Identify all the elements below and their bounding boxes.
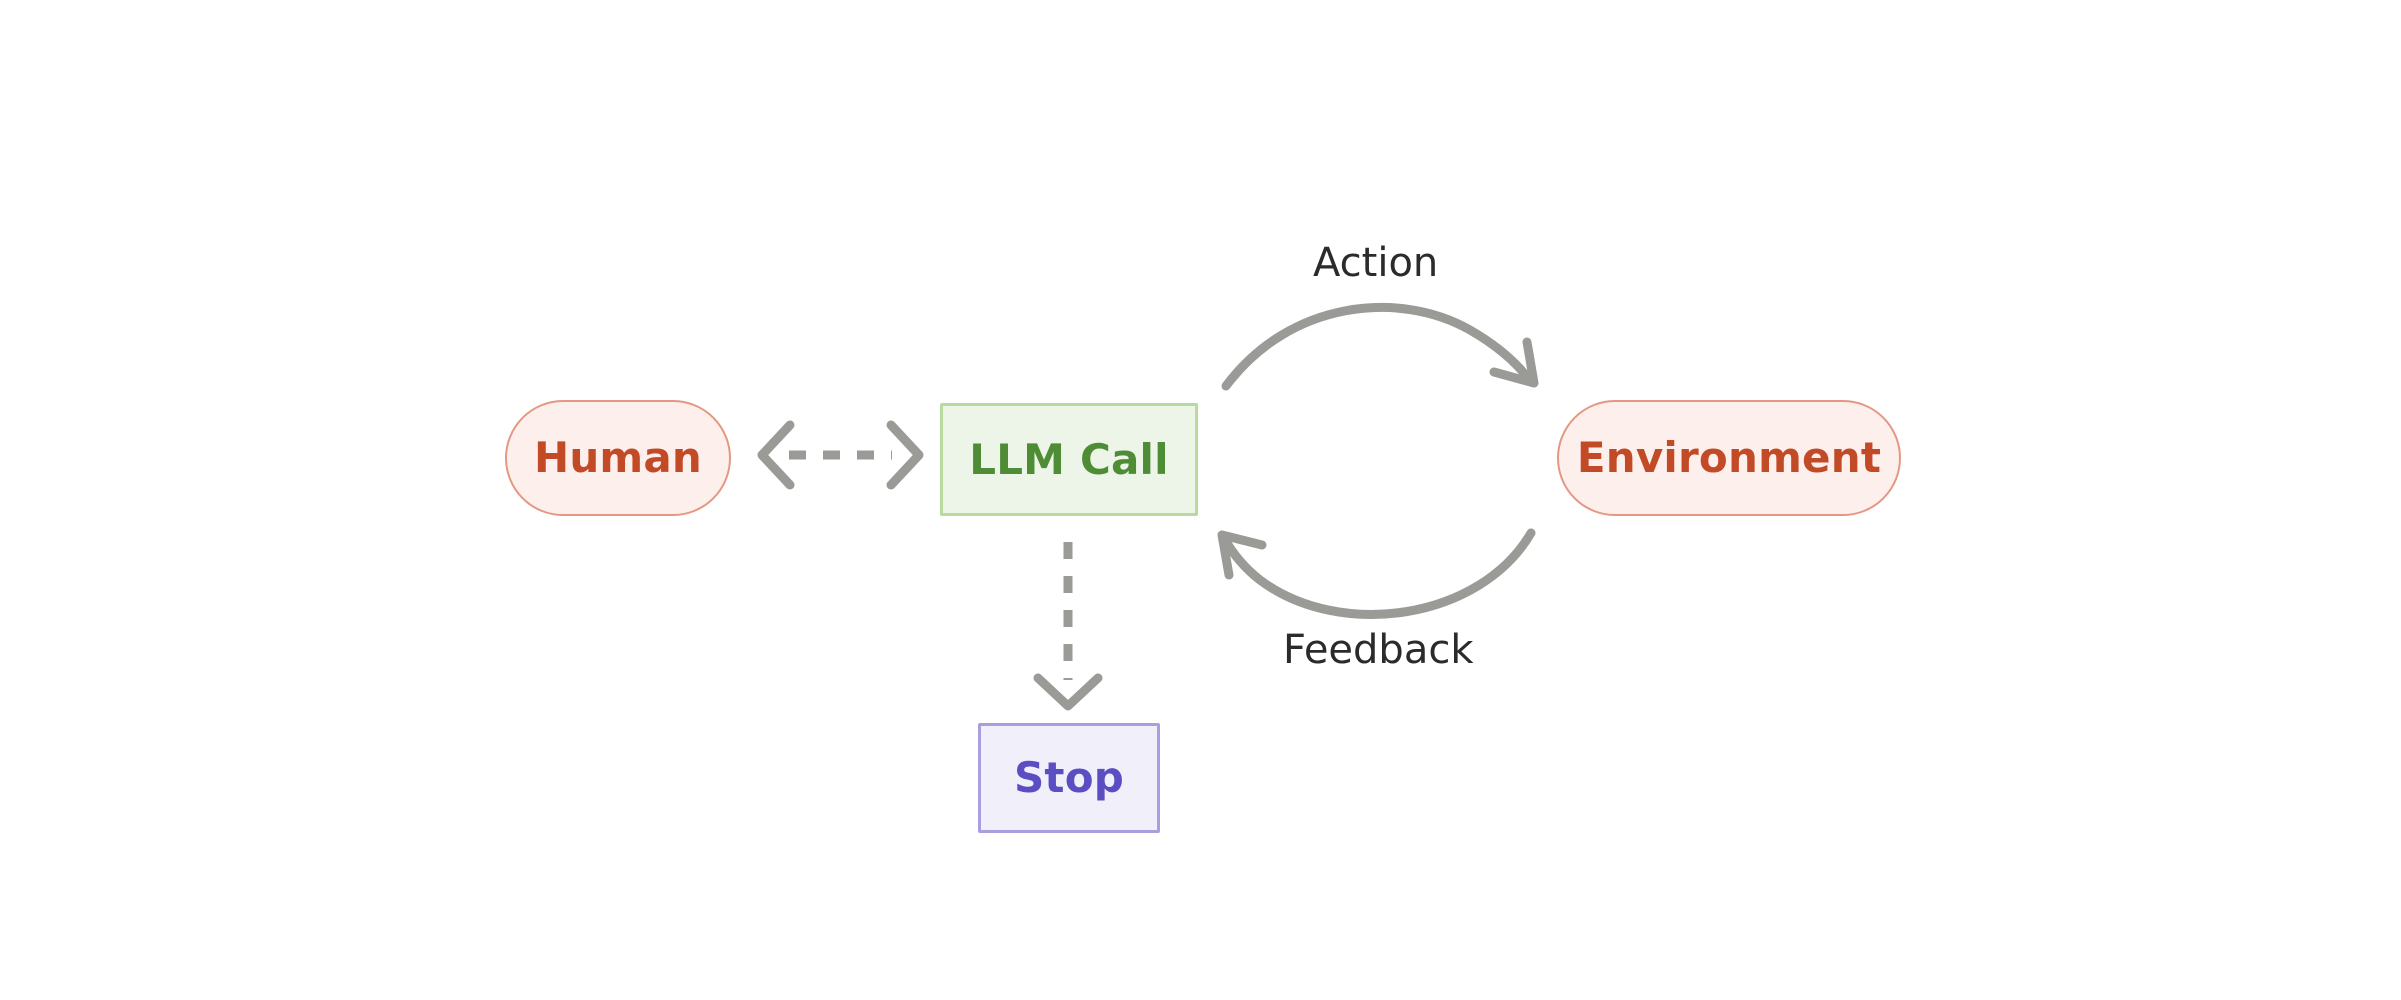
edge-human-llm-call bbox=[757, 420, 924, 490]
edge-feedback bbox=[1217, 528, 1536, 619]
edge-feedback-arrowhead bbox=[1217, 530, 1267, 580]
edge-human-llm-call-arrowhead-left bbox=[757, 420, 795, 490]
node-human-label: Human bbox=[533, 433, 703, 482]
node-llm-call[interactable]: LLM Call bbox=[940, 403, 1198, 516]
edge-action bbox=[1221, 303, 1539, 391]
node-stop-label: Stop bbox=[1013, 753, 1125, 802]
edge-human-llm-call-arrowhead-right bbox=[886, 420, 924, 490]
node-llm-call-label: LLM Call bbox=[969, 434, 1169, 484]
node-human[interactable]: Human bbox=[505, 400, 731, 516]
edge-llm-call-stop bbox=[1033, 542, 1103, 711]
edge-feedback-curve bbox=[1219, 528, 1536, 619]
edge-label-action: Action bbox=[1313, 240, 1439, 286]
node-environment-label: Environment bbox=[1576, 433, 1882, 482]
edge-action-curve bbox=[1221, 303, 1536, 391]
edge-llm-call-stop-arrowhead bbox=[1033, 673, 1103, 711]
edge-action-arrowhead bbox=[1489, 337, 1539, 388]
node-stop[interactable]: Stop bbox=[978, 723, 1160, 833]
node-environment[interactable]: Environment bbox=[1557, 400, 1901, 516]
edge-label-feedback: Feedback bbox=[1283, 627, 1474, 673]
